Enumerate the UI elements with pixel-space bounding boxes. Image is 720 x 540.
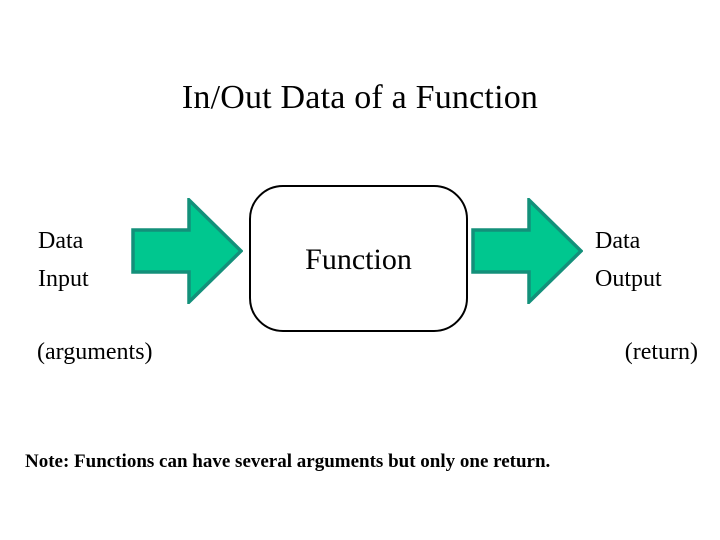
output-label-line-1: Data — [595, 228, 641, 254]
right-arrow-icon-input — [131, 198, 243, 304]
right-arrow-shape — [131, 198, 243, 304]
function-box-label: Function — [305, 242, 412, 276]
output-sublabel-return: (return) — [624, 339, 698, 365]
right-arrow-icon-output — [471, 198, 583, 304]
footer-note: Note: Functions can have several argumen… — [25, 451, 551, 472]
right-arrow-shape — [471, 198, 583, 304]
page-title: In/Out Data of a Function — [181, 79, 539, 116]
function-process-box: Function — [249, 185, 468, 332]
input-label-line-1: Data — [38, 228, 84, 254]
output-label-line-2: Output — [595, 266, 662, 292]
input-label-group: Data Input — [38, 222, 89, 298]
input-label-line-2: Input — [38, 266, 89, 292]
input-sublabel-arguments: (arguments) — [37, 339, 153, 365]
output-label-group: Data Output — [595, 222, 662, 298]
